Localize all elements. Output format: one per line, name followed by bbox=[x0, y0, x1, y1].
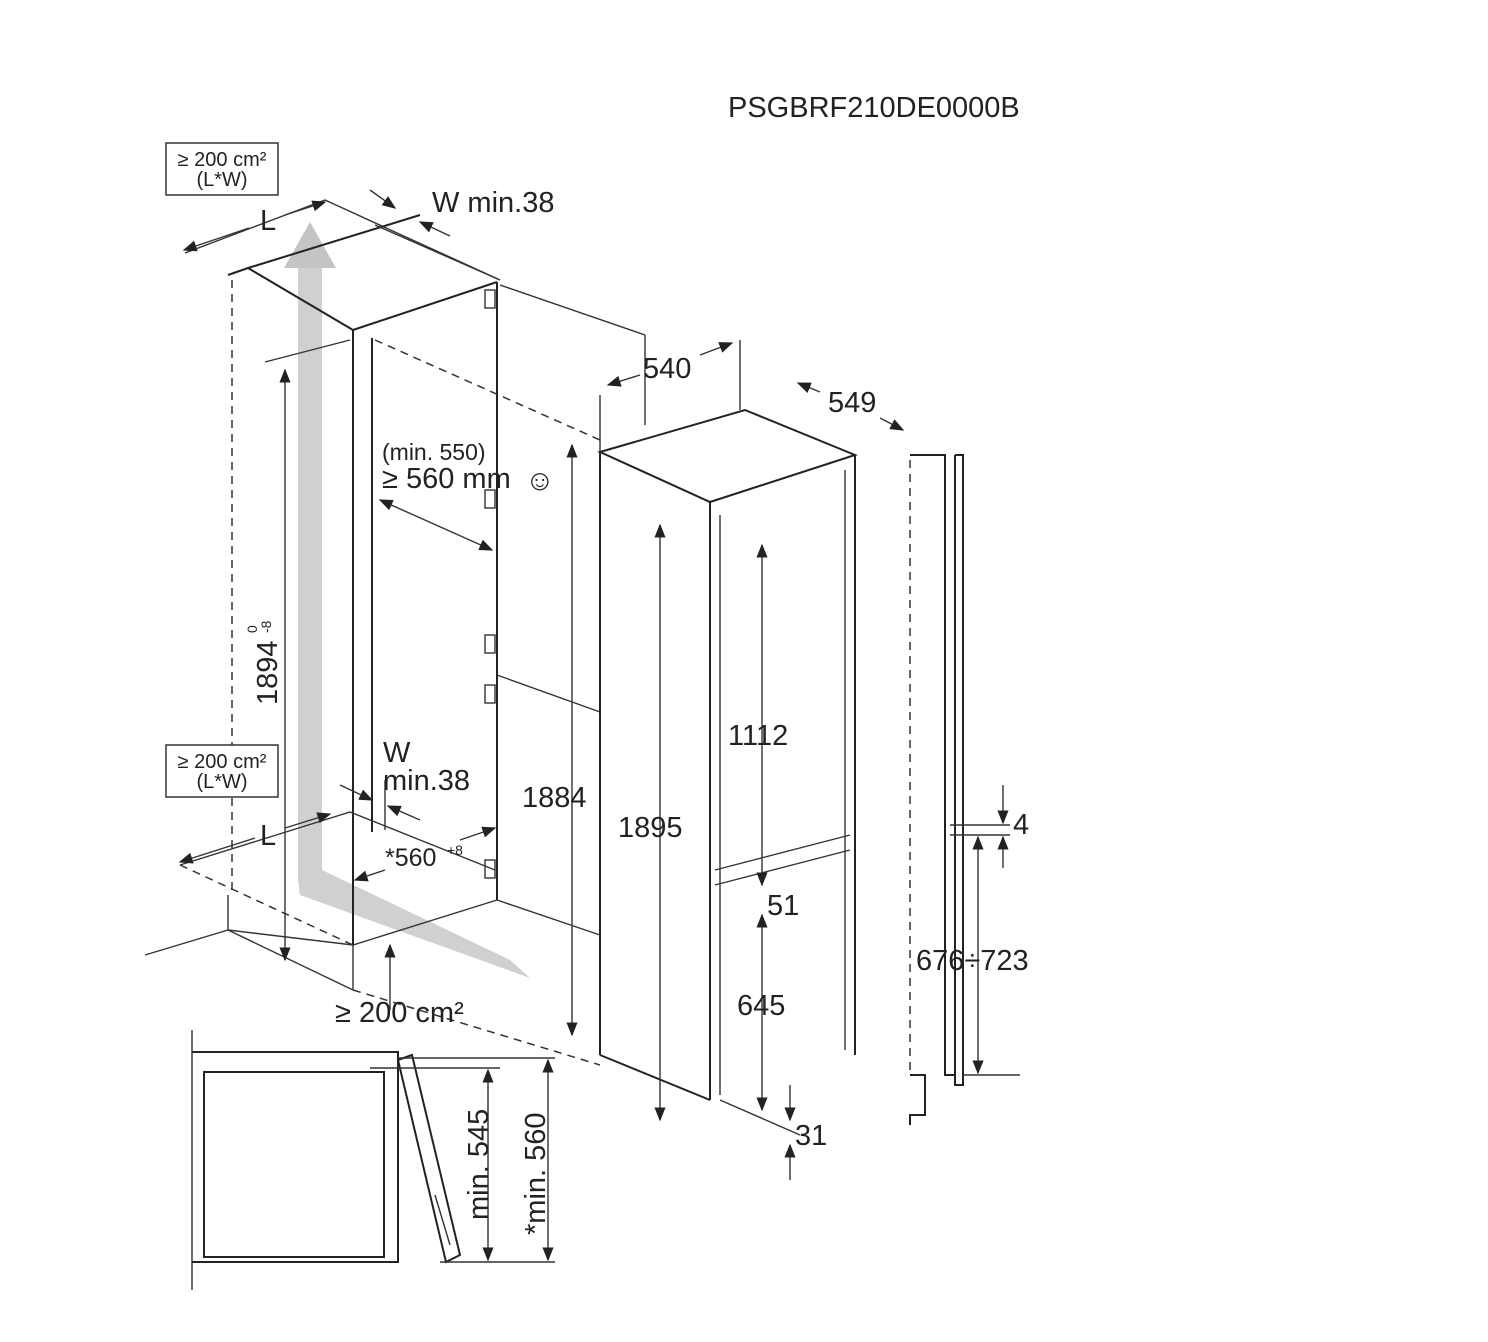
side-view bbox=[191, 1030, 555, 1290]
side-min-545: min. 545 bbox=[463, 1109, 495, 1220]
fixing-range: 676÷723 bbox=[916, 945, 1029, 977]
niche-depth-min: (min. 550) bbox=[382, 439, 486, 465]
appliance-width: 540 bbox=[643, 353, 691, 385]
niche-depth: ≥ 560 mm bbox=[382, 463, 511, 495]
vent-top-formula: (L*W) bbox=[196, 169, 247, 191]
height-total: 1884 bbox=[522, 782, 587, 814]
appliance-depth: 549 bbox=[828, 387, 876, 419]
vent-top-l: L bbox=[260, 205, 276, 237]
niche-height: 1894 bbox=[252, 640, 284, 705]
vent-bottom-area: ≥ 200 cm² bbox=[178, 751, 267, 773]
vent-bottom-w: W bbox=[383, 737, 411, 769]
refrigerator bbox=[597, 340, 905, 1180]
vent-top-w: W min.38 bbox=[432, 187, 554, 219]
fixing-gap: 4 bbox=[1013, 809, 1029, 841]
vent-bottom-box bbox=[165, 744, 279, 798]
airflow-arrow bbox=[284, 222, 530, 978]
upper-door: 1112 bbox=[728, 720, 788, 752]
smile-icon: ☺ bbox=[525, 465, 555, 497]
niche-tol-upper: 0 bbox=[244, 625, 260, 633]
niche-width-tol: +8 bbox=[447, 842, 463, 858]
side-min-560: *min. 560 bbox=[520, 1112, 552, 1235]
vent-top-area: ≥ 200 cm² bbox=[178, 149, 267, 171]
bottom-31: 31 bbox=[795, 1120, 827, 1152]
niche-width: *560 bbox=[385, 844, 436, 872]
gap-51: 51 bbox=[767, 890, 799, 922]
vent-bottom-l: L bbox=[260, 820, 276, 852]
vent-bottom-formula: (L*W) bbox=[196, 771, 247, 793]
vent-bottom-w-min: min.38 bbox=[383, 765, 470, 797]
vent-top-box bbox=[165, 142, 279, 196]
height-door: 1895 bbox=[618, 812, 683, 844]
door-fixing-profile bbox=[909, 454, 1020, 1125]
niche-tol-lower: -8 bbox=[258, 620, 274, 633]
niche-cabinet bbox=[144, 199, 646, 1066]
model-number: PSGBRF210DE0000B bbox=[728, 92, 1020, 124]
lower-door: 645 bbox=[737, 990, 785, 1022]
plinth-vent-area: ≥ 200 cm² bbox=[335, 997, 464, 1029]
